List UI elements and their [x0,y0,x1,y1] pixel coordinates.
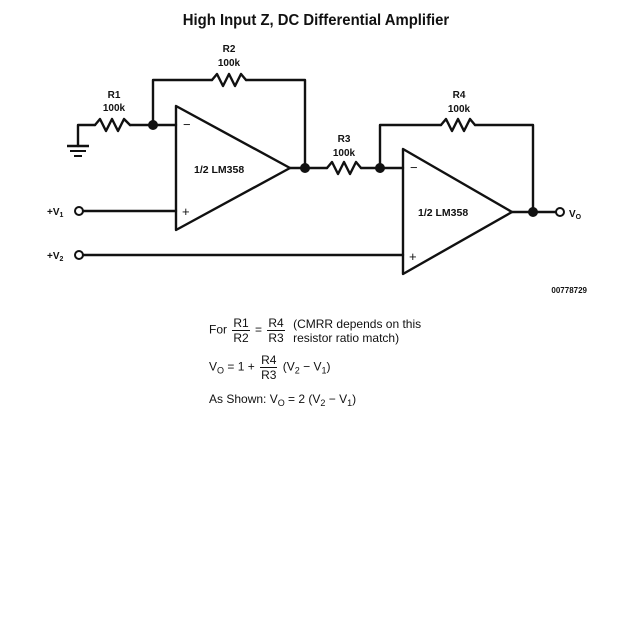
shown-mid: = 2 (V [284,392,321,406]
v2-label: +V2 [47,251,64,263]
gain-num: R4 [260,353,278,368]
cond-den2: R3 [268,331,284,345]
r3-name: R3 [338,134,351,145]
v1-label: +V1 [47,207,64,219]
ground-symbol [67,123,97,157]
resistor-r3 [325,160,363,176]
node-output [528,207,538,217]
opamp-2-noninv: + [409,249,417,264]
diagram-title: High Input Z, DC Differential Amplifier [182,12,450,29]
node-opamp1-out [300,163,310,173]
resistor-r2 [210,72,248,88]
shown-v1-sub: 1 [347,398,353,408]
opamp-2 [401,147,514,276]
resistor-r4 [439,117,477,133]
shown-minus: − V [325,392,348,406]
ratio-r4-r3: R4 R3 [267,316,285,345]
condition-equation: For R1 R2 = R4 R3 (CMRR depends on this … [209,316,421,345]
gain-close: ) [326,359,331,374]
r4-value: 100k [448,104,471,115]
gain-v2-sub: 2 [294,365,300,376]
opamp-2-label: 1/2 LM358 [418,207,468,219]
opamp-2-inv: − [410,160,418,175]
r1-name: R1 [108,90,121,101]
shown-close: ) [352,392,357,406]
wire-feedback-r4-left [378,123,443,170]
cmrr-note-line1: (CMRR depends on this [293,316,422,331]
wire-feedback-r4-right [473,123,535,214]
cond-num2: R4 [267,316,285,331]
r2-value: 100k [218,58,241,69]
reference-code: 00778729 [551,286,587,295]
opamp-1-noninv: + [182,204,190,219]
opamp-1 [174,104,292,232]
shown-prefix: As Shown: V [209,392,278,406]
cond-num1: R1 [232,316,250,331]
cmrr-note: (CMRR depends on this resistor ratio mat… [293,317,421,345]
opamp-1-inv: − [183,117,191,132]
cond-prefix: For [209,322,227,337]
ratio-r1-r2: R1 R2 [232,316,250,345]
r4-name: R4 [453,90,466,101]
gain-mid: = 1 + [224,359,255,374]
gain-equation: VO = 1 + R4 R3 (V2 − V1) [209,353,330,382]
shown-v2-sub: 2 [320,398,326,408]
cmrr-note-line2: resistor ratio match) [293,330,400,345]
wire-feedback-r2-left [151,78,214,127]
r2-name: R2 [223,44,236,55]
r3-value: 100k [333,148,356,159]
gain-v1-sub: 1 [321,365,327,376]
cond-equals: = [255,322,263,337]
opamp-1-label: 1/2 LM358 [194,164,244,176]
shown-sub: O [277,398,285,408]
ratio-gain: R4 R3 [260,353,278,382]
gain-lhs-sub: O [217,365,225,376]
r1-value: 100k [103,103,126,114]
cond-den1: R2 [233,331,249,345]
node-r1-r2 [148,120,158,130]
gain-open: (V [282,359,295,374]
gain-den: R3 [261,368,277,382]
resistor-r1 [93,117,132,133]
output-terminal [555,207,565,217]
output-label: VO [569,209,582,221]
gain-lhs: V [209,359,218,374]
wire-feedback-r2-right [244,78,307,170]
as-shown-equation: As Shown: VO = 2 (V2 − V1) [209,392,356,410]
gain-minus: − V [299,359,322,374]
